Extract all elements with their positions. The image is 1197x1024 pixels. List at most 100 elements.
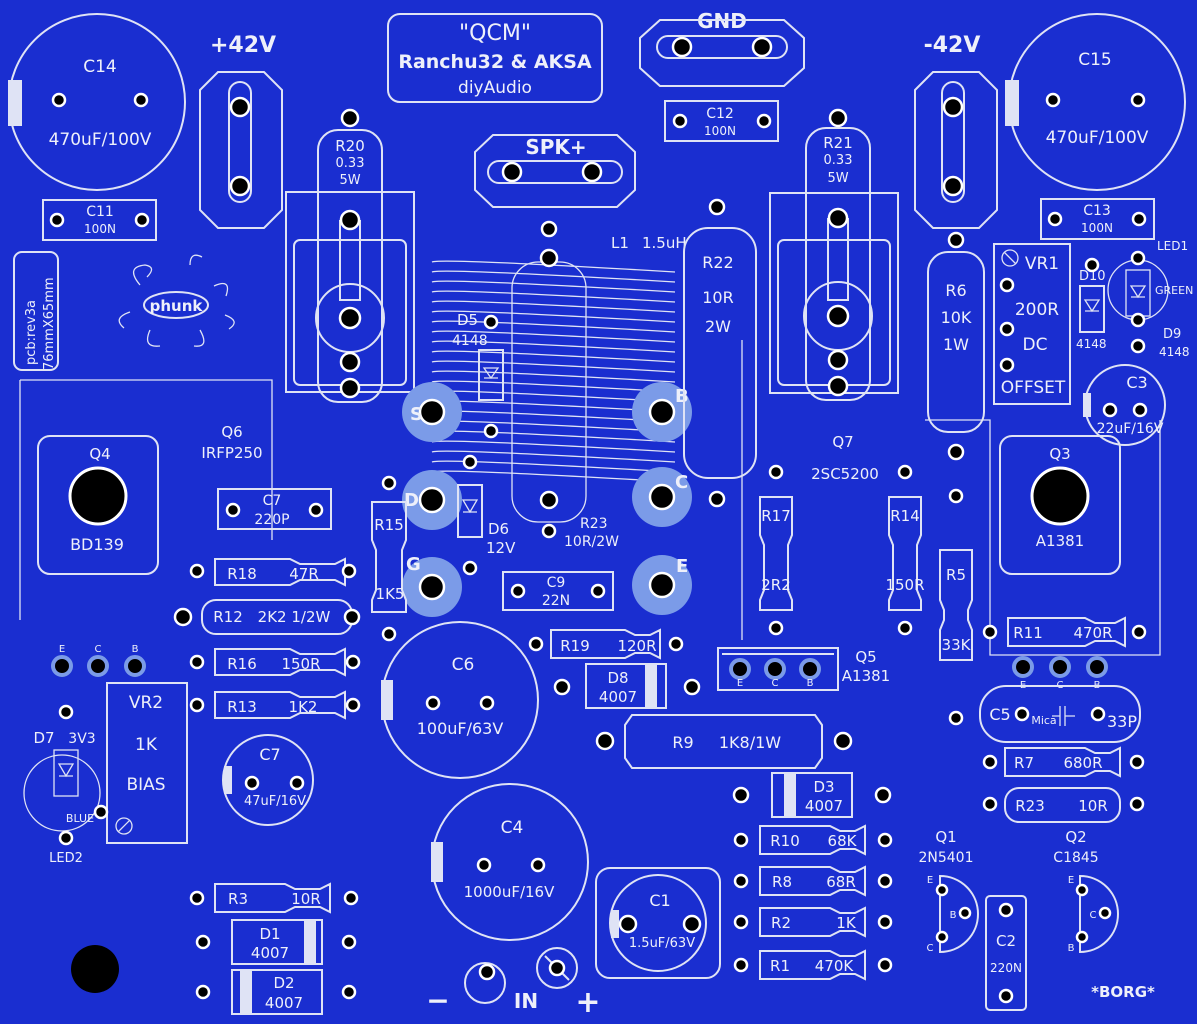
c4-value: 1000uF/16V	[464, 883, 555, 901]
led-led1: LED1 GREEN	[1107, 239, 1193, 328]
pad	[133, 92, 149, 108]
r15-ref: R15	[374, 516, 404, 534]
c12-value: 100N	[704, 124, 736, 138]
pad	[942, 96, 964, 118]
resistor-r19: R19 120R	[528, 628, 684, 660]
pad	[1014, 706, 1030, 722]
r17-value: 2R2	[761, 576, 791, 594]
q7-type: 2SC5200	[811, 465, 879, 483]
pad	[581, 161, 603, 183]
pad	[244, 775, 260, 791]
pad	[229, 175, 251, 197]
label-q6: Q6 IRFP250	[201, 423, 262, 462]
q2-ref: Q2	[1065, 828, 1086, 846]
in-plus: +	[575, 985, 600, 1020]
pad	[732, 786, 750, 804]
r7-value: 680R	[1063, 754, 1102, 772]
pad	[998, 988, 1014, 1004]
pad	[189, 654, 205, 670]
c7a-value: 220P	[254, 512, 289, 528]
c1-ref: C1	[649, 891, 670, 910]
pad	[897, 464, 913, 480]
terminal-gnd: GND	[639, 9, 805, 87]
r1-value: 470K	[815, 957, 855, 975]
resistor-r20: R20 0.33 5W	[285, 108, 415, 403]
r11-value: 470R	[1073, 624, 1112, 642]
diode-d5: D5 4148	[452, 311, 504, 439]
c3-ref: C3	[1126, 373, 1147, 392]
pad	[1129, 796, 1145, 812]
resistor-r1: R1 470K	[733, 949, 893, 981]
pad	[483, 314, 499, 330]
vr1-line2: OFFSET	[1001, 378, 1066, 398]
cap-c15: C15 470uF/100V	[1005, 13, 1186, 191]
pad	[751, 36, 773, 58]
r19-value: 120R	[617, 637, 656, 655]
resistor-r14: R14 150R	[885, 464, 925, 636]
r7-ref: R7	[1014, 754, 1034, 772]
resistor-r18: R18 47R	[189, 557, 357, 587]
pad	[683, 678, 701, 696]
outline-q6	[20, 379, 273, 540]
pad	[49, 212, 65, 228]
terminal-vpos	[199, 71, 283, 229]
c5-note: Mica	[1031, 714, 1056, 727]
resistor-r12: R12 2K2 1/2W	[173, 599, 361, 635]
r18-value: 47R	[289, 565, 319, 583]
pad	[833, 731, 853, 751]
cap-c9: C9 22N	[502, 571, 614, 611]
cap-c4: C4 1000uF/16V	[431, 783, 589, 941]
r22-power: 2W	[705, 317, 731, 336]
pad	[668, 636, 684, 652]
pad	[339, 351, 361, 373]
r16-value: 150R	[281, 655, 320, 673]
pad	[341, 984, 357, 1000]
diode-d8: D8 4007	[553, 663, 701, 709]
c15-ref: C15	[1078, 50, 1112, 70]
cap-c7-220p: C7 220P	[217, 488, 332, 530]
diode-d9: D9 4148	[1130, 327, 1190, 359]
pad	[958, 906, 972, 920]
d5-value: 4148	[452, 333, 488, 349]
c5-ref: C5	[989, 705, 1010, 724]
pad	[828, 108, 848, 128]
r23b-value: 10R	[1078, 797, 1108, 815]
pad	[948, 710, 964, 726]
borg-label: *BORG*	[1091, 983, 1155, 1001]
r22-value: 10R	[702, 288, 733, 307]
pad	[510, 583, 526, 599]
q6-ref: Q6	[221, 423, 242, 441]
c2-value: 220N	[990, 961, 1022, 975]
cap-c1: C1 1.5uF/63V	[595, 867, 721, 979]
pin-e: E	[1068, 875, 1074, 886]
cap-c13: C13 100N	[1040, 198, 1155, 240]
pin-e: E	[59, 644, 65, 655]
c13-ref: C13	[1083, 203, 1111, 219]
pcb-rev-label: pcb:rev3a 76mmX65mm	[13, 251, 59, 371]
d8-value: 4007	[599, 688, 637, 706]
transistor-q1: Q1 2N5401 E B C	[918, 828, 979, 954]
r16-ref: R16	[227, 655, 257, 673]
resistor-r2: R2 1K	[733, 906, 893, 938]
resistor-r13: R13 1K2	[189, 690, 361, 720]
pin-b: B	[132, 644, 139, 655]
pad	[1075, 930, 1089, 944]
resistor-r11: R11 470R	[982, 616, 1147, 648]
led2-ref: LED2	[49, 851, 83, 866]
pad	[1098, 906, 1112, 920]
pin-c: C	[95, 644, 102, 655]
c9-ref: C9	[547, 575, 566, 591]
pad	[93, 804, 109, 820]
resistor-r10: R10 68K	[733, 824, 893, 856]
pad	[1129, 754, 1145, 770]
pin-c: C	[772, 678, 779, 689]
q6-type: IRFP250	[201, 444, 262, 462]
pin-g: G	[406, 554, 421, 575]
pad	[479, 695, 495, 711]
c2-ref: C2	[996, 932, 1016, 950]
zener-d7: D7 3V3 BLUE LED2	[23, 704, 109, 866]
pin-b: B	[675, 386, 689, 407]
c14-ref: C14	[83, 57, 117, 77]
pad	[768, 620, 784, 636]
d2-ref: D2	[273, 974, 294, 992]
